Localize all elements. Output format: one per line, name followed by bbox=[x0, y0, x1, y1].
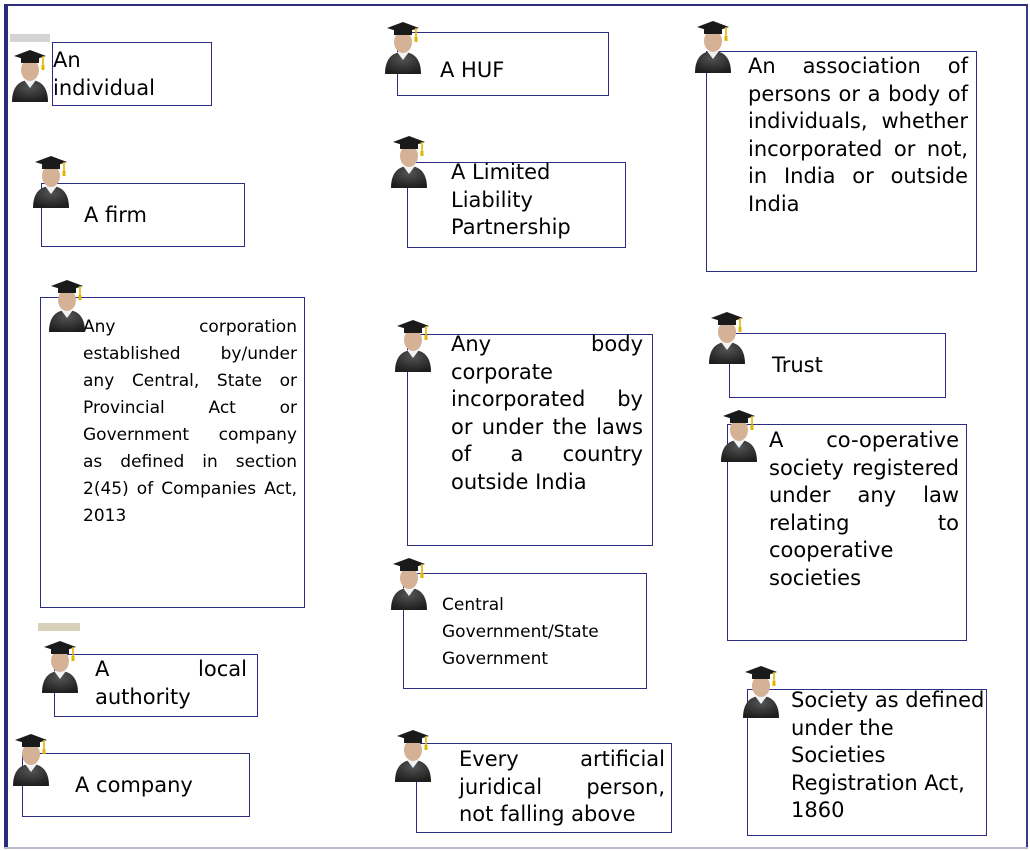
entity-card-foreign-body-corporate bbox=[407, 334, 653, 546]
entity-card-company bbox=[22, 753, 250, 817]
tape-mark bbox=[38, 623, 80, 631]
entity-label: A company bbox=[75, 773, 193, 797]
entity-label: Trust bbox=[772, 353, 823, 377]
entity-card-society bbox=[747, 689, 987, 836]
entity-label: A firm bbox=[84, 203, 147, 227]
graduate-avatar-icon bbox=[393, 316, 433, 372]
entity-card-huf bbox=[397, 32, 609, 96]
graduate-avatar-icon bbox=[393, 726, 433, 782]
graduate-avatar-icon bbox=[383, 18, 423, 74]
entity-label: An association of persons or a body of i… bbox=[748, 54, 968, 216]
entity-label: Any body corporate incorporated by or un… bbox=[451, 332, 643, 494]
entity-card-llp bbox=[407, 162, 626, 248]
frame-bottom-edge bbox=[4, 847, 1028, 849]
graduate-avatar-icon bbox=[719, 406, 759, 462]
graduate-avatar-icon bbox=[389, 554, 429, 610]
graduate-avatar-icon bbox=[11, 730, 51, 786]
diagram-frame bbox=[4, 4, 1028, 849]
entity-card-firm bbox=[41, 183, 245, 247]
entity-label: Society as defined under the Societies R… bbox=[791, 688, 985, 822]
entity-card-trust bbox=[729, 333, 946, 398]
entity-label: Any corporation established by/under any… bbox=[83, 317, 297, 526]
graduate-avatar-icon bbox=[40, 637, 80, 693]
tape-mark bbox=[10, 34, 50, 42]
entity-label: Central Government/State Government bbox=[442, 595, 599, 669]
entity-card-aop-boi bbox=[706, 51, 977, 272]
entity-card-cooperative bbox=[727, 424, 967, 641]
entity-label: A co-operative society registered under … bbox=[769, 428, 959, 590]
graduate-avatar-icon bbox=[707, 308, 747, 364]
graduate-avatar-icon bbox=[693, 17, 733, 73]
entity-card-local-authority bbox=[54, 654, 258, 717]
entity-card-individual bbox=[52, 42, 212, 106]
graduate-avatar-icon bbox=[741, 662, 781, 718]
entity-label: An individual bbox=[53, 48, 155, 100]
graduate-avatar-icon bbox=[389, 132, 429, 188]
entity-card-government bbox=[403, 573, 647, 689]
entity-card-artificial-person bbox=[416, 743, 672, 833]
entity-label: A local authority bbox=[95, 657, 247, 709]
entity-card-corporation bbox=[40, 297, 305, 608]
entity-label: A HUF bbox=[440, 58, 505, 82]
graduate-avatar-icon bbox=[31, 152, 71, 208]
entity-label: A Limited Liability Partnership bbox=[451, 160, 571, 239]
entity-label: Every artificial juridical person, not f… bbox=[459, 747, 665, 826]
graduate-avatar-icon bbox=[47, 276, 87, 332]
graduate-avatar-icon bbox=[10, 46, 50, 102]
